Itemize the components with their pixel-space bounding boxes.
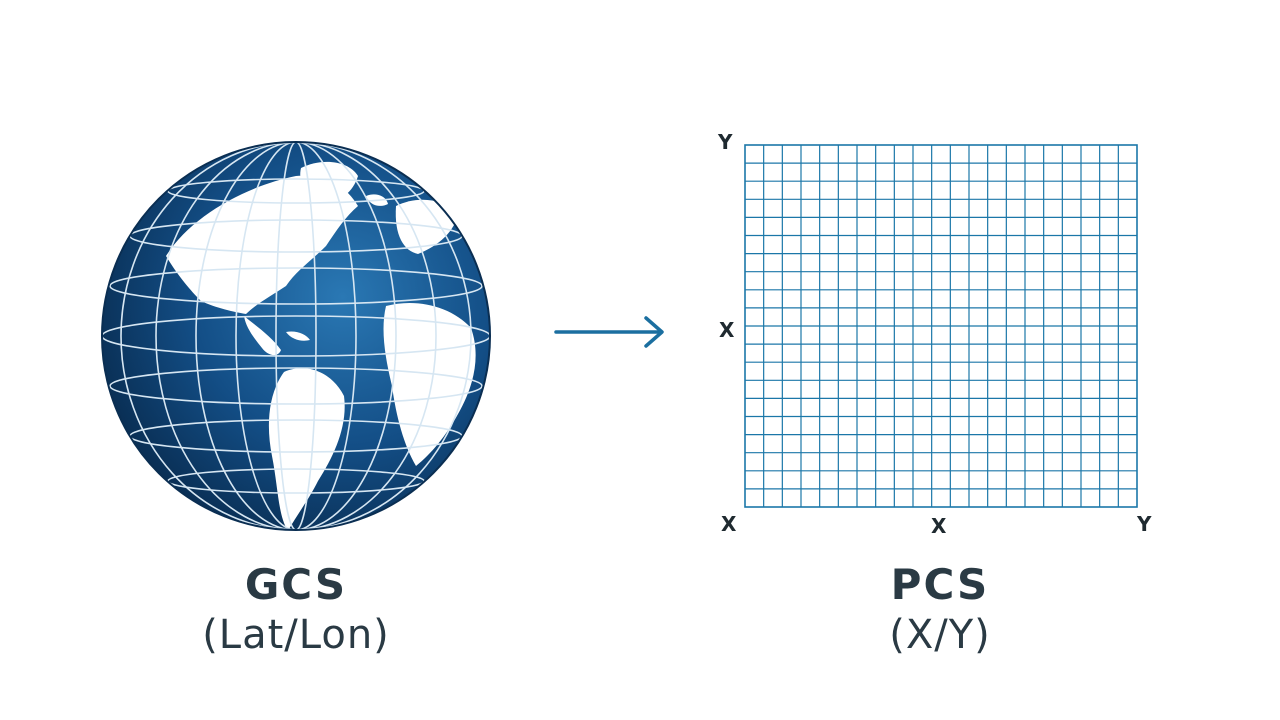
gcs-caption: GCS (Lat/Lon)	[136, 560, 456, 660]
pcs-title: PCS	[890, 560, 990, 609]
globe-icon	[96, 136, 496, 536]
axis-label-top-left: Y	[718, 130, 733, 154]
axis-label-mid-left: X	[719, 318, 735, 342]
projected-grid	[744, 144, 1138, 508]
globe-graphic	[101, 141, 491, 531]
pcs-caption: PCS (X/Y)	[780, 560, 1100, 660]
grid-icon	[700, 120, 1180, 550]
pcs-subtitle: (X/Y)	[889, 612, 991, 658]
globe-graticule	[102, 142, 490, 530]
axis-label-bottom-left: X	[721, 512, 737, 536]
globe-continents	[166, 161, 476, 530]
axis-label-bottom-mid: X	[931, 514, 947, 538]
arrow-right-icon	[550, 312, 670, 352]
axis-label-bottom-right: Y	[1137, 512, 1152, 536]
gcs-subtitle: (Lat/Lon)	[202, 612, 390, 658]
gcs-title: GCS	[244, 560, 348, 609]
